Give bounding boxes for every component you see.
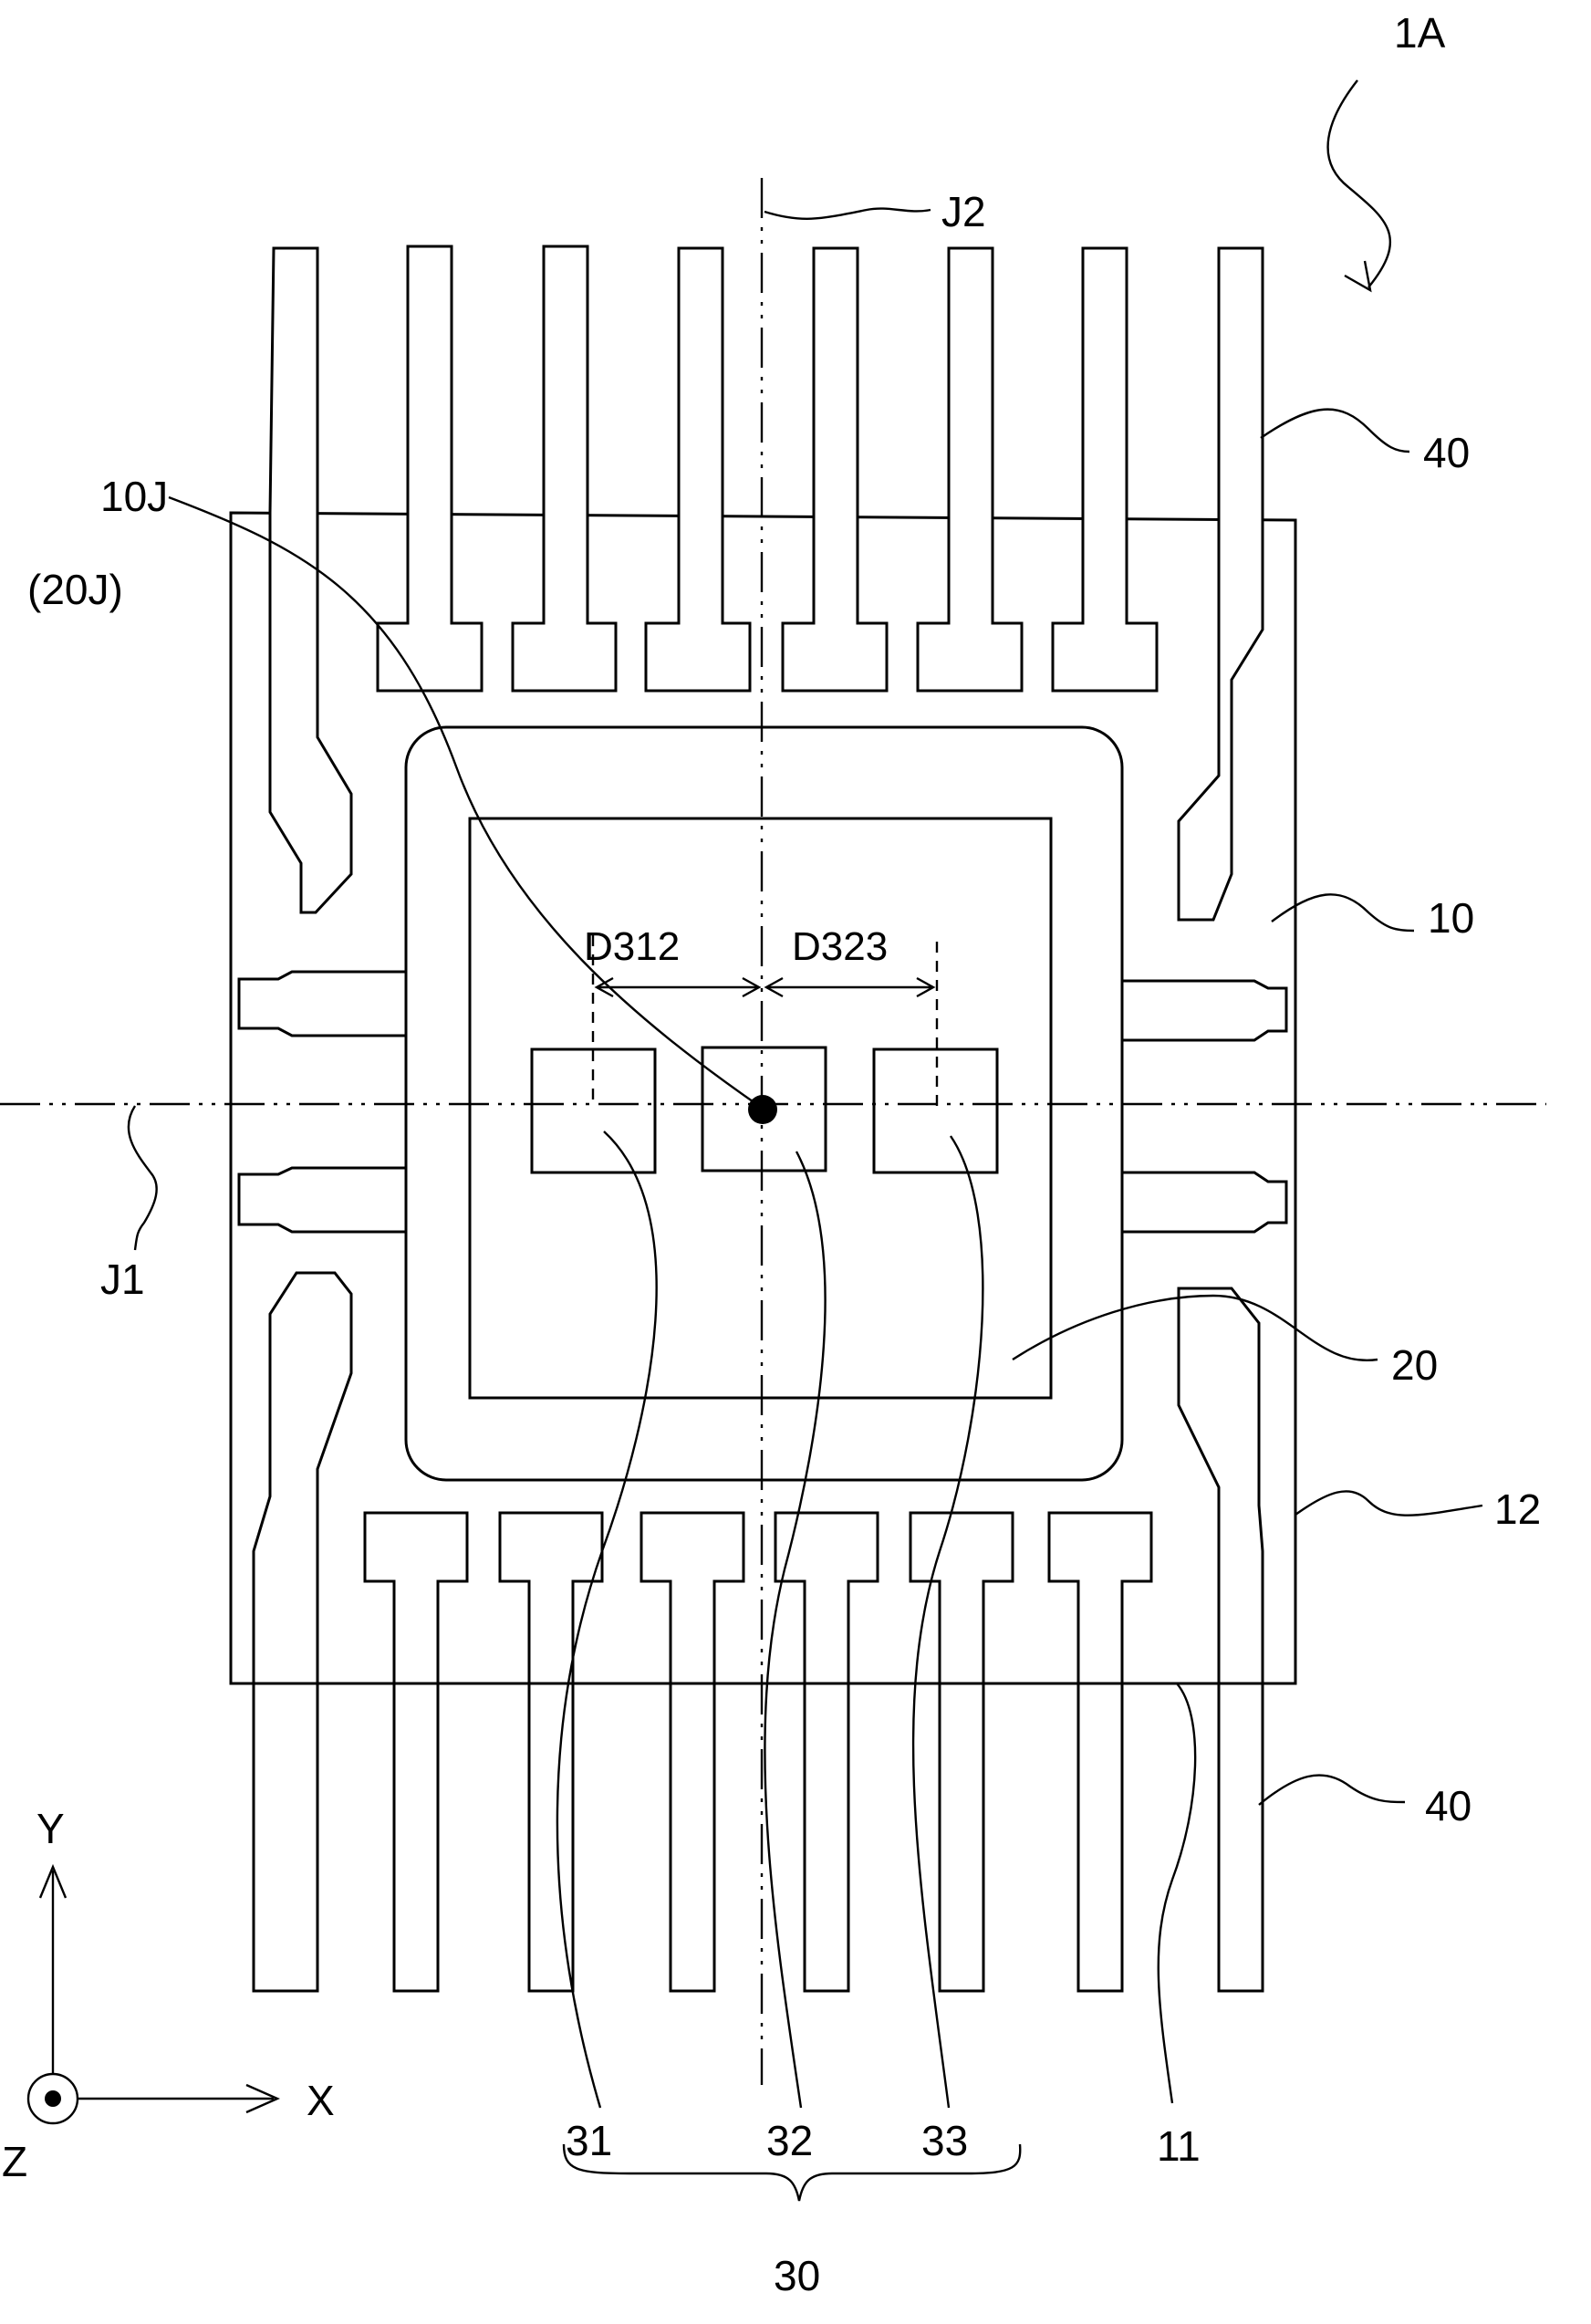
label-10j: 10J bbox=[100, 473, 168, 520]
label-coord-z: Z bbox=[2, 2138, 27, 2185]
lead-bottom-2 bbox=[500, 1513, 602, 1991]
lead-top-4 bbox=[783, 248, 887, 691]
lead-right-lower bbox=[1122, 1172, 1286, 1232]
lead-left-upper bbox=[239, 972, 406, 1036]
leader-10 bbox=[1272, 894, 1414, 931]
lead-top-outer-left bbox=[270, 248, 351, 912]
leader-40-top bbox=[1261, 410, 1409, 452]
label-package: 12 bbox=[1494, 1485, 1541, 1533]
lead-top-1 bbox=[378, 246, 482, 691]
coordinate-system bbox=[28, 1867, 277, 2123]
element-31 bbox=[532, 1049, 655, 1172]
label-j2: J2 bbox=[941, 188, 986, 235]
lead-right-upper bbox=[1122, 981, 1286, 1040]
lead-top-outer-right bbox=[1179, 248, 1263, 920]
label-die: 20 bbox=[1391, 1341, 1438, 1389]
lead-left-lower bbox=[239, 1168, 406, 1232]
lead-bottom-6 bbox=[1049, 1513, 1151, 1991]
lead-top-2 bbox=[513, 246, 616, 691]
leader-j1 bbox=[129, 1106, 157, 1250]
label-coord-x: X bbox=[307, 2077, 335, 2124]
lead-bottom-outer-right bbox=[1179, 1288, 1263, 1991]
label-dist-323: D323 bbox=[792, 924, 888, 969]
lead-bottom-4 bbox=[775, 1513, 878, 1991]
label-dist-312: D312 bbox=[584, 924, 680, 969]
leader-1a bbox=[1328, 80, 1390, 287]
label-lead-bottom: 40 bbox=[1425, 1782, 1471, 1829]
label-figure-ref: 1A bbox=[1394, 9, 1446, 57]
label-elem-33: 33 bbox=[921, 2117, 968, 2164]
label-20j: (20J) bbox=[27, 566, 123, 613]
label-j1: J1 bbox=[100, 1256, 145, 1303]
leader-j2 bbox=[764, 209, 931, 219]
element-33 bbox=[874, 1049, 997, 1172]
center-point bbox=[748, 1095, 777, 1124]
leader-11 bbox=[1159, 1683, 1195, 2103]
label-group-30: 30 bbox=[774, 2252, 820, 2299]
label-elem-31: 31 bbox=[566, 2117, 612, 2164]
label-lead-top: 40 bbox=[1423, 429, 1470, 476]
leader-40-bottom bbox=[1259, 1776, 1405, 1805]
label-coord-y: Y bbox=[36, 1805, 65, 1852]
lead-bottom-outer-left bbox=[254, 1273, 351, 1991]
lead-top-3 bbox=[646, 248, 750, 691]
lead-bottom-1 bbox=[365, 1513, 467, 1991]
label-substrate: 10 bbox=[1428, 894, 1474, 942]
lead-top-6 bbox=[1053, 248, 1157, 691]
label-elem-32: 32 bbox=[766, 2117, 813, 2164]
leader-1a-arrow bbox=[1345, 261, 1370, 290]
label-frame: 11 bbox=[1157, 2122, 1201, 2170]
lead-top-5 bbox=[918, 248, 1022, 691]
leader-12 bbox=[1295, 1491, 1482, 1515]
lead-bottom-3 bbox=[641, 1513, 744, 1991]
